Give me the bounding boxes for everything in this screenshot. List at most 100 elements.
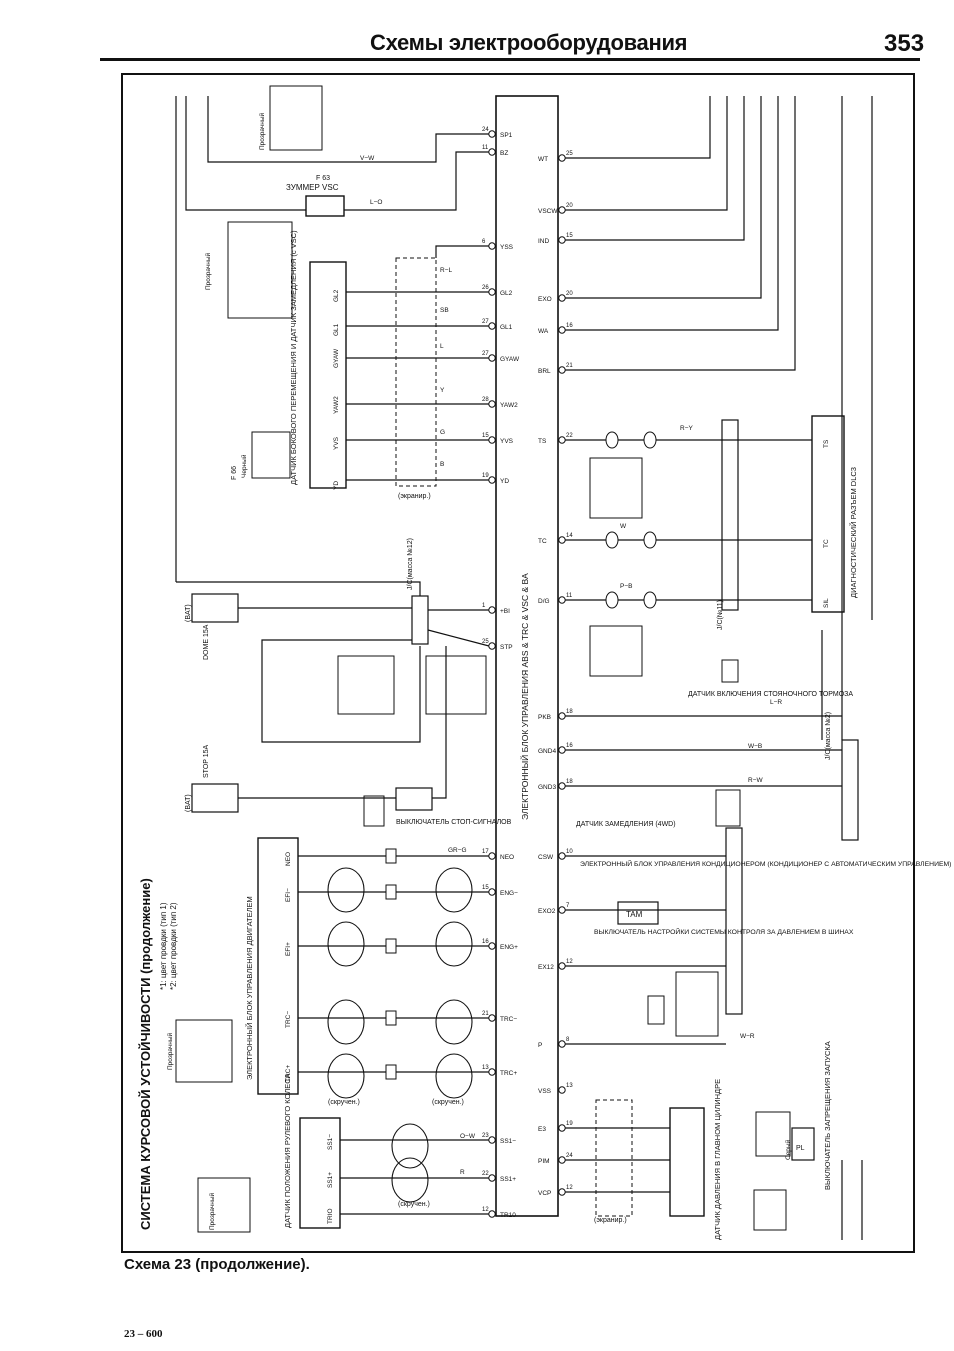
wire-label-15: O−W	[460, 1133, 476, 1140]
steering-pin-0: SS1−	[327, 1134, 334, 1150]
wire-label-1: L−O	[370, 199, 382, 206]
connector-a26-label: Серый	[784, 1139, 792, 1160]
ecu-pin-left-num-14: 21	[482, 1011, 489, 1017]
start-inhibit-pin: PL	[796, 1145, 805, 1152]
wire-label-0: V−W	[360, 155, 375, 162]
ecu-pin-right-num-13: 7	[566, 903, 570, 909]
ecu-pin-right-name-16: VSS	[538, 1088, 552, 1095]
stop-switch-wire	[432, 646, 447, 799]
ecu-pin-right-name-9: PKB	[538, 714, 551, 721]
ecu-pin-left-name-7: YVS	[500, 438, 514, 445]
ecu-pin-left-num-1: 11	[482, 145, 489, 151]
ecu-pin-left-num-11: 17	[482, 849, 489, 855]
ecu-pin-right-name-8: D/G	[538, 598, 550, 605]
wire-label-12: R−W	[748, 777, 763, 784]
connector-c13-label: Прозрачный	[166, 1032, 174, 1070]
dlc-pin-1: TC	[823, 539, 830, 548]
ecu-pin-right-19	[558, 1188, 566, 1196]
ecu-pin-right-12	[558, 852, 566, 860]
stop-fuse-label: STOP 15A	[203, 744, 210, 778]
dlc-connector-a-0	[605, 431, 619, 449]
ecu-pin-right-num-2: 15	[566, 233, 573, 239]
top-right-wire-5	[565, 96, 796, 371]
top-right-wire-0	[565, 96, 711, 159]
ecu-pin-right-6	[558, 436, 566, 444]
dlc-connector-b-0	[643, 431, 657, 449]
ecu-pin-right-18	[558, 1156, 566, 1164]
ecu-pin-right-name-18: PIM	[538, 1158, 550, 1165]
wire-label-16: R	[460, 1169, 465, 1176]
yaw-pin-4: YVS	[333, 436, 340, 450]
connector-f63-label: Прозрачный	[258, 112, 266, 150]
jc-mass2-label: J/C(масса №2)	[825, 712, 832, 760]
top-right-wire-1	[565, 96, 728, 211]
ecu-pin-left-14	[488, 1014, 496, 1022]
ecu-pin-right-name-15: P	[538, 1042, 542, 1049]
ecu-pin-right-num-3: 20	[566, 291, 573, 297]
ecu-pin-left-18	[488, 1210, 496, 1218]
note-2: *2: цвет провдки (тип 2)	[169, 902, 178, 990]
buzzer-label: ЗУММЕР VSC	[286, 183, 339, 192]
tire-switch-label: ВЫКЛЮЧАТЕЛЬ НАСТРОЙКИ СИСТЕМЫ КОНТРОЛЯ З…	[594, 927, 854, 936]
wires	[175, 96, 873, 1240]
abs-ecu-box	[495, 95, 559, 1217]
top-right-wire-4	[565, 96, 779, 331]
ecu-pin-right-num-4: 16	[566, 323, 573, 329]
jc12-bar	[411, 595, 429, 645]
twisted-pairs	[327, 867, 473, 1203]
jc11-bar	[721, 419, 739, 611]
yaw-pin-3: YAW2	[333, 396, 340, 414]
connector-f66-label: Черный	[240, 454, 248, 478]
ecu-pin-left-11	[488, 852, 496, 860]
jc11-label: J/C(№11)	[717, 600, 724, 630]
ecu-pin-right-name-11: GND3	[538, 784, 556, 791]
buzzer-wire-b	[185, 96, 306, 211]
ecu-pin-right-name-4: WA	[538, 328, 549, 335]
ac-ecu-label: ЭЛЕКТРОННЫЙ БЛОК УПРАВЛЕНИЯ КОНДИЦИОНЕРО…	[580, 859, 951, 868]
ecu-pin-right-num-16: 13	[566, 1083, 573, 1089]
ecu-pin-left-15	[488, 1068, 496, 1076]
ecu-pin-right-name-10: GND4	[538, 748, 556, 755]
start-inhibit-box	[791, 1127, 815, 1161]
ecu-pin-right-16	[558, 1086, 566, 1094]
jc12-wire	[176, 581, 421, 596]
ecu-pin-left-4	[488, 322, 496, 330]
ecu-pin-left-name-6: YAW2	[500, 402, 518, 409]
ecu-pin-right-11	[558, 782, 566, 790]
ecu-pins-left: SP124BZ11YSS6GL226GL127GYAW27YAW228YVS15…	[482, 127, 520, 1219]
wire-label-13: R−Y	[680, 425, 693, 432]
ecu-pin-left-num-10: 25	[482, 639, 489, 645]
header-rule	[100, 58, 920, 61]
ecu-pin-left-name-9: +BI	[500, 608, 510, 615]
wire-label-9: P−B	[620, 583, 632, 590]
ecu-pin-right-num-9: 18	[566, 709, 573, 715]
steering-sensor-label: ДАТЧИК ПОЛОЖЕНИЯ РУЛЕВОГО КОЛЕСА	[283, 1073, 292, 1228]
ecu-pin-right-num-12: 10	[566, 849, 573, 855]
engine-pin-1: EFI−	[285, 888, 292, 902]
wire-label-6: G	[440, 429, 445, 436]
abs-ecu-label: ЭЛЕКТРОННЫЙ БЛОК УПРАВЛЕНИЯ ABS & TRC & …	[519, 573, 530, 820]
dlc-connector-a-2	[605, 591, 619, 609]
ecu-pin-right-name-19: VCP	[538, 1190, 551, 1197]
steering-sensor-box	[299, 1117, 341, 1229]
yaw-sensor-box	[309, 261, 347, 489]
ecu-pin-right-name-12: CSW	[538, 854, 554, 861]
ecu-pin-right-num-5: 21	[566, 363, 573, 369]
ecu-pin-left-name-2: YSS	[500, 244, 514, 251]
ecu-pin-left-7	[488, 436, 496, 444]
stop-loop-wire	[261, 639, 421, 743]
dlc-pin-0: TS	[823, 439, 830, 448]
ecu-pin-right-name-2: IND	[538, 238, 550, 245]
wire-label-17: W−R	[740, 1033, 755, 1040]
twisted-label-2: (скручен.)	[432, 1099, 464, 1106]
start-inhibit-label: ВЫКЛЮЧАТЕЛЬ ЗАПРЕЩЕНИЯ ЗАПУСКА	[823, 1041, 832, 1190]
ecu-pin-left-10	[488, 642, 496, 650]
ecu-pin-left-num-17: 22	[482, 1171, 489, 1177]
tam-label: TAM	[626, 910, 643, 919]
engine-connector-1	[385, 884, 397, 900]
engine-ecu-label: ЭЛЕКТРОННЫЙ БЛОК УПРАВЛЕНИЯ ДВИГАТЕЛЕМ	[245, 896, 254, 1080]
connector-drawings	[175, 85, 791, 1233]
top-right-wire-3	[565, 96, 762, 299]
ecu-pin-right-7	[558, 536, 566, 544]
